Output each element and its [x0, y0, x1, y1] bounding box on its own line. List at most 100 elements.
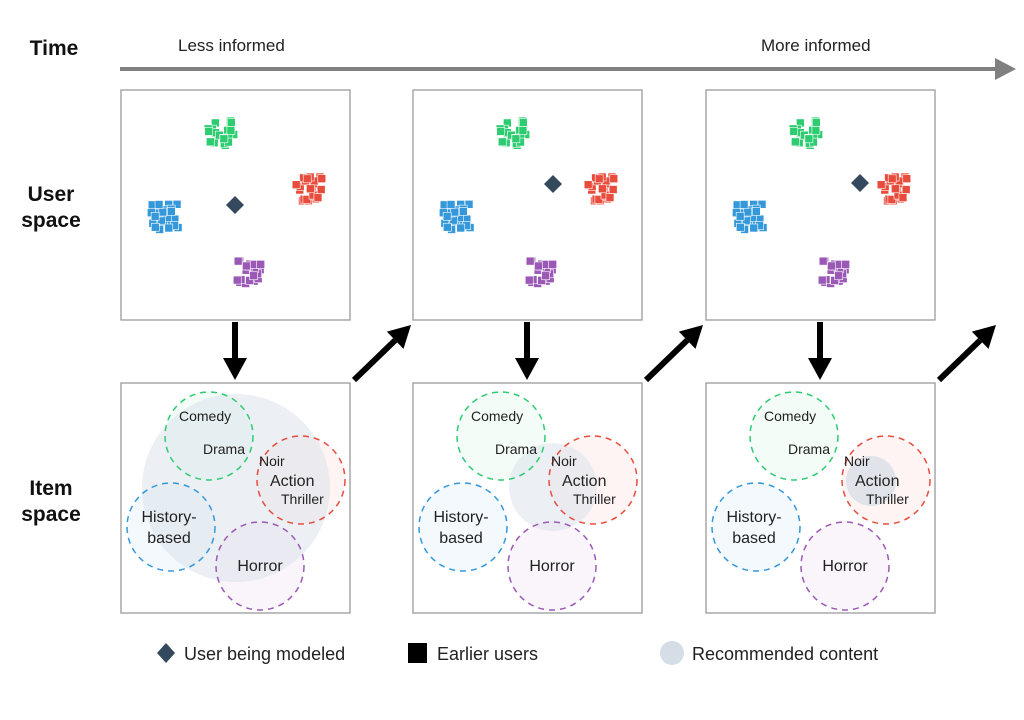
arrowhead-icon [223, 358, 247, 380]
category-fill-comedy_drama [750, 392, 838, 480]
category-circle-comedy_drama [456, 391, 546, 481]
category-label: based [732, 530, 776, 547]
arrowhead-icon [971, 325, 996, 349]
earlier-user-marker [804, 134, 814, 144]
item-space-panel-2: ComedyDramaNoirActionThrillerHistory-bas… [412, 382, 643, 614]
earlier-user-marker [291, 180, 301, 189]
item-space-frame [705, 382, 936, 614]
legend: User being modeled Earlier users Recomme… [157, 641, 878, 665]
category-circle-horror [215, 521, 305, 611]
down-arrow-3-icon [808, 322, 832, 380]
more-informed-label: More informed [761, 36, 871, 55]
category-circle-comedy_drama [749, 391, 839, 481]
earlier-user-marker [902, 174, 912, 183]
row-label-user-space: User space [8, 182, 94, 234]
category-label: Thriller [573, 491, 616, 507]
recommended-content-region [509, 443, 597, 531]
earlier-user-marker [827, 261, 836, 271]
diagonal-arrow-1-icon [351, 325, 411, 383]
earlier-user-marker [232, 275, 242, 285]
legend-square-icon [408, 643, 427, 663]
row-label-time: Time [29, 37, 79, 60]
earlier-user-marker [609, 174, 619, 183]
category-fill-horror [508, 522, 596, 610]
earlier-user-marker [887, 195, 897, 204]
arrowhead-icon [808, 358, 832, 380]
less-informed-label: Less informed [178, 36, 285, 55]
earlier-user-marker [497, 137, 507, 147]
earlier-user-marker [511, 134, 521, 144]
item-space-panel-1: ComedyDramaNoirActionThrillerHistory-bas… [120, 382, 351, 614]
arrowhead-icon [678, 325, 703, 349]
earlier-user-marker [749, 223, 759, 233]
down-arrow-1-icon [223, 322, 247, 380]
earlier-user-marker [459, 207, 468, 216]
legend-earlier-users: Earlier users [437, 644, 538, 664]
user-cluster-noir_action_thriller [291, 172, 327, 206]
earlier-user-marker [518, 118, 528, 127]
earlier-user-marker [464, 200, 474, 209]
user-cluster-horror [817, 256, 851, 288]
earlier-user-marker [598, 184, 607, 194]
diagonal-arrow-2-icon [643, 325, 703, 383]
category-label: Action [270, 473, 314, 490]
earlier-user-marker [442, 211, 452, 221]
earlier-user-marker [789, 127, 799, 136]
row-label-item-space-line1: Item [29, 477, 73, 500]
item-space-panel-3: ComedyDramaNoirActionThrillerHistory-bas… [705, 382, 936, 614]
row-label-item-space-line2: space [21, 503, 81, 526]
category-fill-history_based [712, 483, 800, 571]
category-label: Comedy [764, 408, 816, 424]
category-label: Drama [788, 441, 830, 457]
earlier-user-marker [594, 174, 604, 184]
item-space-frame [120, 382, 351, 614]
earlier-user-marker [901, 185, 911, 194]
category-label: Noir [259, 453, 285, 469]
arrowhead-icon [515, 358, 539, 380]
category-label: Noir [844, 453, 870, 469]
category-label: Action [562, 473, 606, 490]
legend-circle-icon [660, 641, 684, 665]
earlier-user-marker [811, 126, 821, 135]
earlier-user-marker [548, 260, 557, 269]
user-space-panel-1 [120, 89, 351, 321]
earlier-user-marker [158, 207, 168, 217]
user-cluster-comedy_drama [203, 116, 238, 150]
category-label: History- [141, 509, 196, 526]
item-space-frame [412, 382, 643, 614]
earlier-user-marker [226, 126, 236, 135]
category-circle-history_based [711, 482, 801, 572]
category-label: History- [433, 509, 488, 526]
row-label-user-space-line1: User [27, 183, 75, 206]
earlier-user-marker [834, 271, 843, 281]
category-circle-history_based [126, 482, 216, 572]
user-cluster-horror [232, 256, 266, 288]
legend-diamond-icon [157, 643, 175, 663]
diagonal-arrow-3-icon [936, 325, 996, 383]
user-cluster-comedy_drama [788, 116, 823, 150]
earlier-user-marker [150, 222, 160, 232]
user-cluster-history_based [732, 200, 768, 234]
earlier-user-marker [735, 222, 745, 232]
user-cluster-comedy_drama [495, 116, 530, 150]
user-cluster-history_based [147, 200, 183, 234]
category-circle-horror [507, 521, 597, 611]
category-label: Action [855, 473, 899, 490]
category-circle-noir_action_thriller [256, 435, 346, 525]
earlier-user-marker [541, 271, 550, 281]
recommended-content-region [846, 456, 896, 506]
category-circle-history_based [418, 482, 508, 572]
down-arrow-2-icon [515, 322, 539, 380]
category-circle-noir_action_thriller [548, 435, 638, 525]
panels: ComedyDramaNoirActionThrillerHistory-bas… [120, 89, 936, 614]
category-circle-noir_action_thriller [841, 435, 931, 525]
earlier-user-marker [167, 207, 176, 216]
earlier-user-marker [811, 118, 821, 127]
arrowhead-icon [386, 325, 411, 349]
earlier-user-marker [524, 275, 534, 285]
user-being-modeled-marker [226, 196, 244, 214]
category-label: History- [726, 509, 781, 526]
category-fill-history_based [419, 483, 507, 571]
earlier-user-marker [608, 185, 618, 194]
user-cluster-noir_action_thriller [876, 172, 912, 206]
